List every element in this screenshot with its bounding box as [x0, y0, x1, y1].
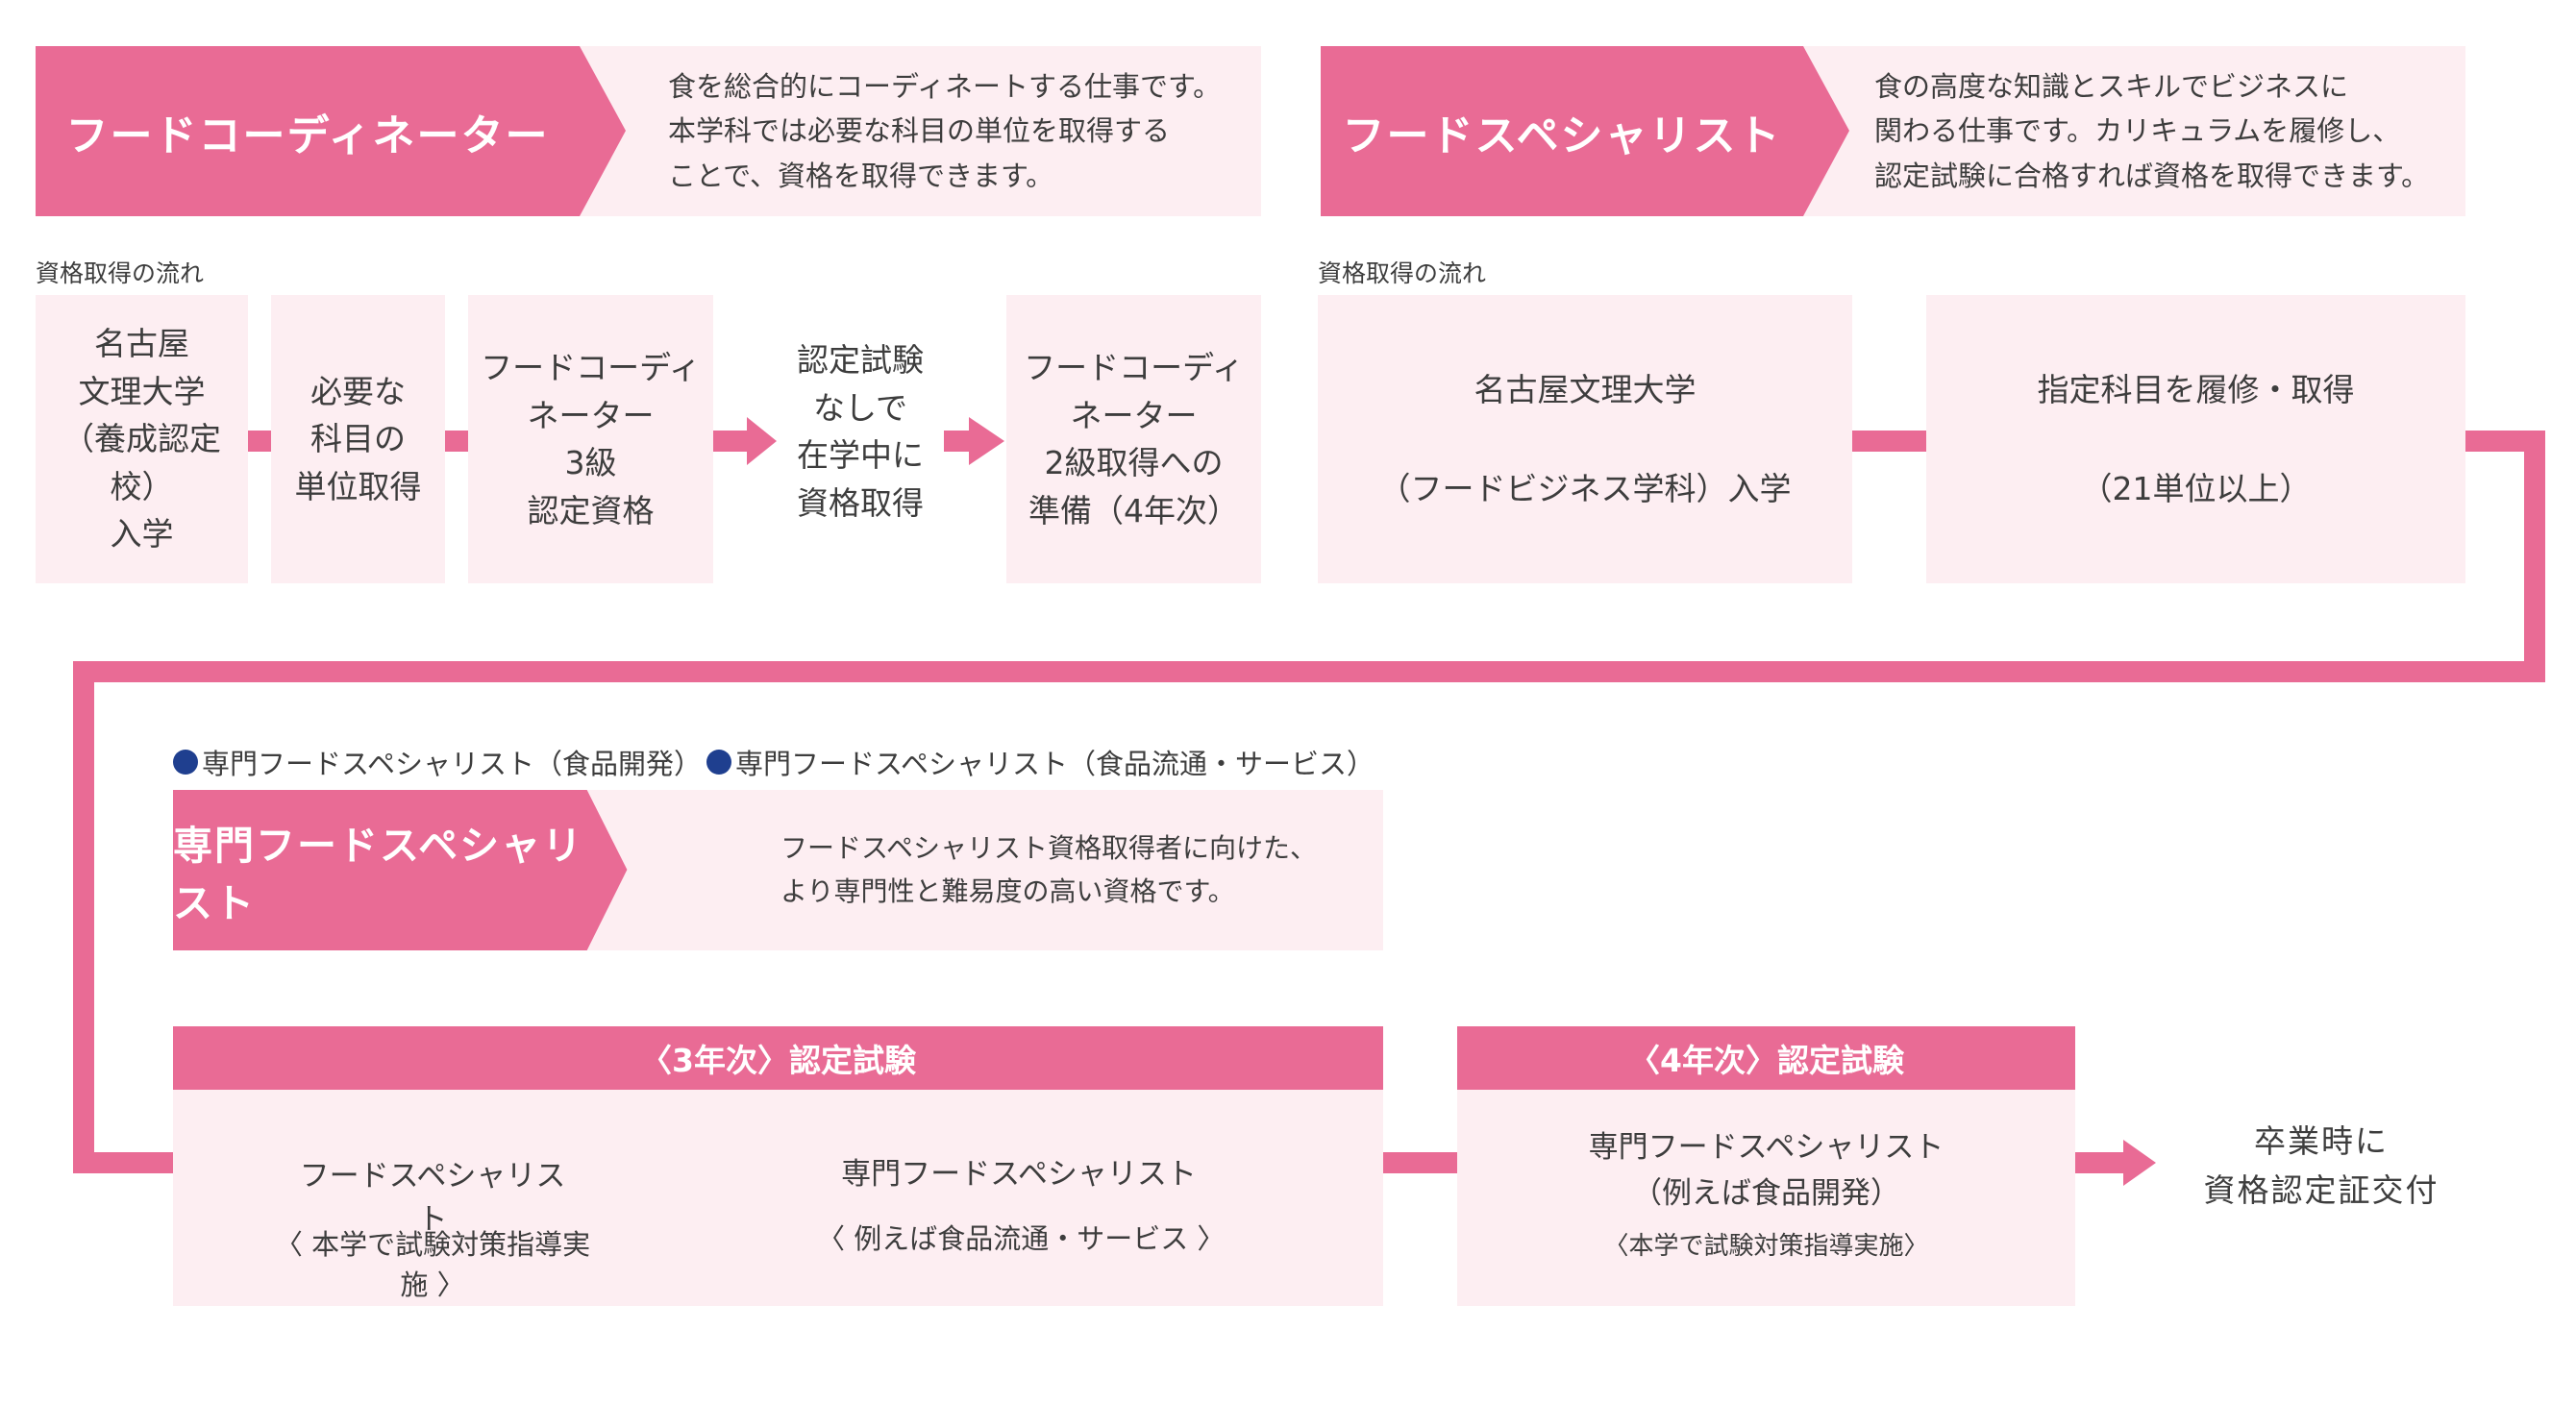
coordinator-step-4: 認定試験 なしで 在学中に 資格取得 [797, 341, 924, 522]
senmon-bullet-2: 専門フードスペシャリスト（食品流通・サービス） [706, 742, 1375, 782]
coordinator-step-5: フードコーディ ネーター 2級取得への 準備（4年次） [1006, 295, 1261, 583]
senmon-banner-shape [173, 790, 628, 950]
exam4-body: 専門フードスペシャリスト （例えば食品開発） 〈本学で試験対策指導実施〉 [1457, 1090, 2075, 1306]
senmon-bullet-1-label: 専門フードスペシャリスト（食品開発） [202, 748, 702, 780]
coordinator-description: 食を総合的にコーディネートする仕事です。 本学科では必要な科目の単位を取得する … [668, 69, 1222, 192]
senmon-bullet-2-label: 専門フードスペシャリスト（食品流通・サービス） [735, 748, 1375, 780]
exam3-left-title: フードスペシャリスト [299, 1159, 566, 1237]
specialist-flow-label: 資格取得の流れ [1318, 259, 1487, 287]
bullet-dot-icon [706, 750, 731, 775]
specialist-step-1: 名古屋文理大学 （フードビジネス学科）入学 [1318, 295, 1852, 583]
bullet-dot-icon [173, 750, 198, 775]
exam3-left-note: 〈 本学で試験対策指導実施 〉 [274, 1228, 591, 1301]
coordinator-step-3: フードコーディ ネーター 3級 認定資格 [468, 295, 713, 583]
specialist-description: 食の高度な知識とスキルでビジネスに 関わる仕事です。カリキュラムを履修し、 認定… [1874, 69, 2430, 192]
coordinator-step-1: 名古屋 文理大学 （養成認定校） 入学 [36, 295, 248, 583]
senmon-description: フードスペシャリスト資格取得者に向けた、 より専門性と難易度の高い資格です。 [780, 831, 1318, 907]
exam4-header: 〈4年次〉認定試験 [1457, 1026, 2075, 1090]
specialist-title: フードスペシャリスト [1342, 111, 1782, 160]
coordinator-banner: フードコーディネーター 食を総合的にコーディネートする仕事です。 本学科では必要… [36, 46, 1261, 216]
final-certificate: 卒業時に 資格認定証交付 [2203, 1122, 2440, 1210]
coordinator-banner-shape [36, 46, 626, 216]
exam3-header: 〈3年次〉認定試験 [173, 1026, 1383, 1090]
exam3-body: フードスペシャリスト 〈 本学で試験対策指導実施 〉 専門フードスペシャリスト … [173, 1090, 1383, 1306]
specialist-banner: フードスペシャリスト 食の高度な知識とスキルでビジネスに 関わる仕事です。カリキ… [1321, 46, 2465, 216]
senmon-bullet-1: 専門フードスペシャリスト（食品開発） [173, 742, 702, 782]
senmon-banner: 専門フードスペシャリスト フードスペシャリスト資格取得者に向けた、 より専門性と… [173, 790, 1383, 950]
exam4-title: 専門フードスペシャリスト （例えば食品開発） [1588, 1130, 1944, 1212]
specialist-banner-shape [1321, 46, 1849, 216]
senmon-title: 専門フードスペシャリスト [173, 822, 584, 926]
coordinator-title: フードコーディネーター [65, 111, 550, 160]
specialist-step-2: 指定科目を履修・取得 （21単位以上） [1926, 295, 2465, 583]
exam4-note: 〈本学で試験対策指導実施〉 [1603, 1232, 1929, 1261]
exam3-right-title: 専門フードスペシャリスト [841, 1157, 1197, 1192]
coordinator-flow-label: 資格取得の流れ [36, 259, 205, 287]
coordinator-step-2: 必要な 科目の 単位取得 [271, 295, 445, 583]
exam3-right-note: 〈 例えば食品流通・サービス 〉 [817, 1222, 1226, 1255]
